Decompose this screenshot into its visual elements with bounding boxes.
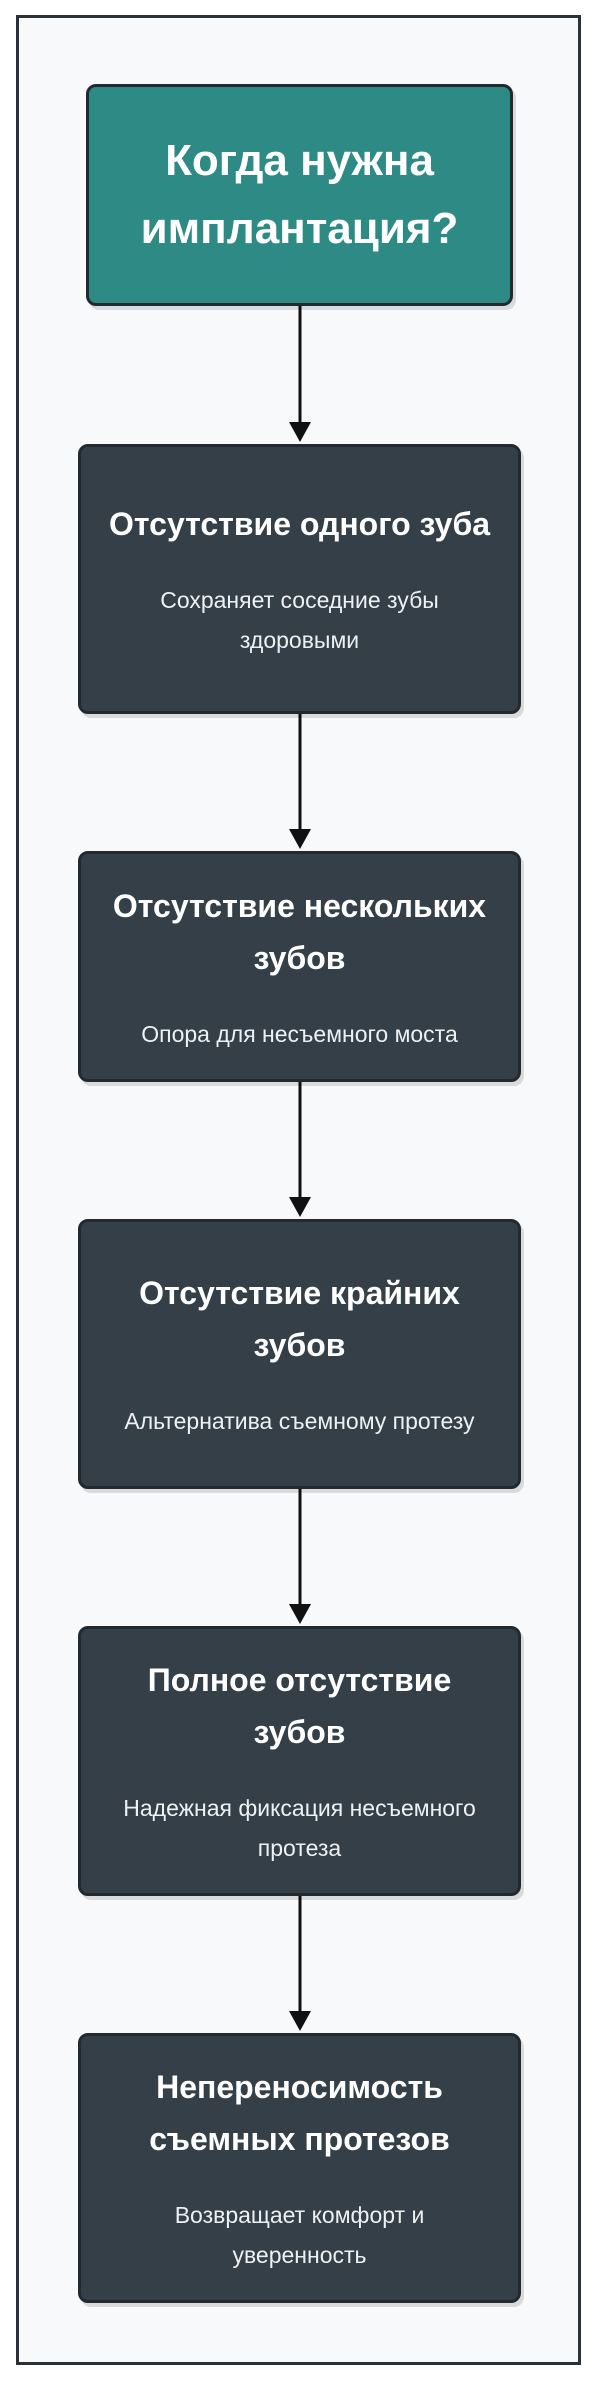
card-single-tooth: Отсутствие одного зуба Сохраняет соседни… bbox=[78, 444, 521, 714]
card-description: Альтернатива съемному протезу bbox=[124, 1408, 475, 1434]
card-heading: Непереносимость съемных протезов bbox=[149, 2069, 450, 2157]
arrowhead-5 bbox=[289, 2011, 311, 2031]
card-end-teeth: Отсутствие крайних зубов Альтернатива съ… bbox=[78, 1219, 521, 1489]
title-text: Когда нужна имплантация? bbox=[140, 136, 459, 253]
card-several-teeth: Отсутствие нескольких зубов Опора для не… bbox=[78, 851, 521, 1082]
arrowhead-1 bbox=[289, 422, 311, 442]
card-description: Возвращает комфорт и уверенность bbox=[174, 2202, 425, 2268]
card-description: Сохраняет соседние зубы здоровыми bbox=[160, 587, 439, 653]
card-description: Надежная фиксация несъемного протеза bbox=[123, 1795, 476, 1861]
arrowhead-2 bbox=[289, 829, 311, 849]
card-full-absence: Полное отсутствие зубов Надежная фиксаци… bbox=[78, 1626, 521, 1896]
arrowhead-3 bbox=[289, 1197, 311, 1217]
card-heading: Полное отсутствие зубов bbox=[147, 1662, 452, 1750]
card-heading: Отсутствие одного зуба bbox=[109, 506, 490, 542]
card-description: Опора для несъемного моста bbox=[141, 1020, 458, 1047]
card-heading: Отсутствие нескольких зубов bbox=[112, 887, 487, 976]
title-node: Когда нужна имплантация? bbox=[86, 84, 513, 306]
card-heading: Отсутствие крайних зубов bbox=[139, 1275, 460, 1363]
card-denture-intolerance: Непереносимость съемных протезов Возвращ… bbox=[78, 2033, 521, 2303]
arrowhead-4 bbox=[289, 1604, 311, 1624]
